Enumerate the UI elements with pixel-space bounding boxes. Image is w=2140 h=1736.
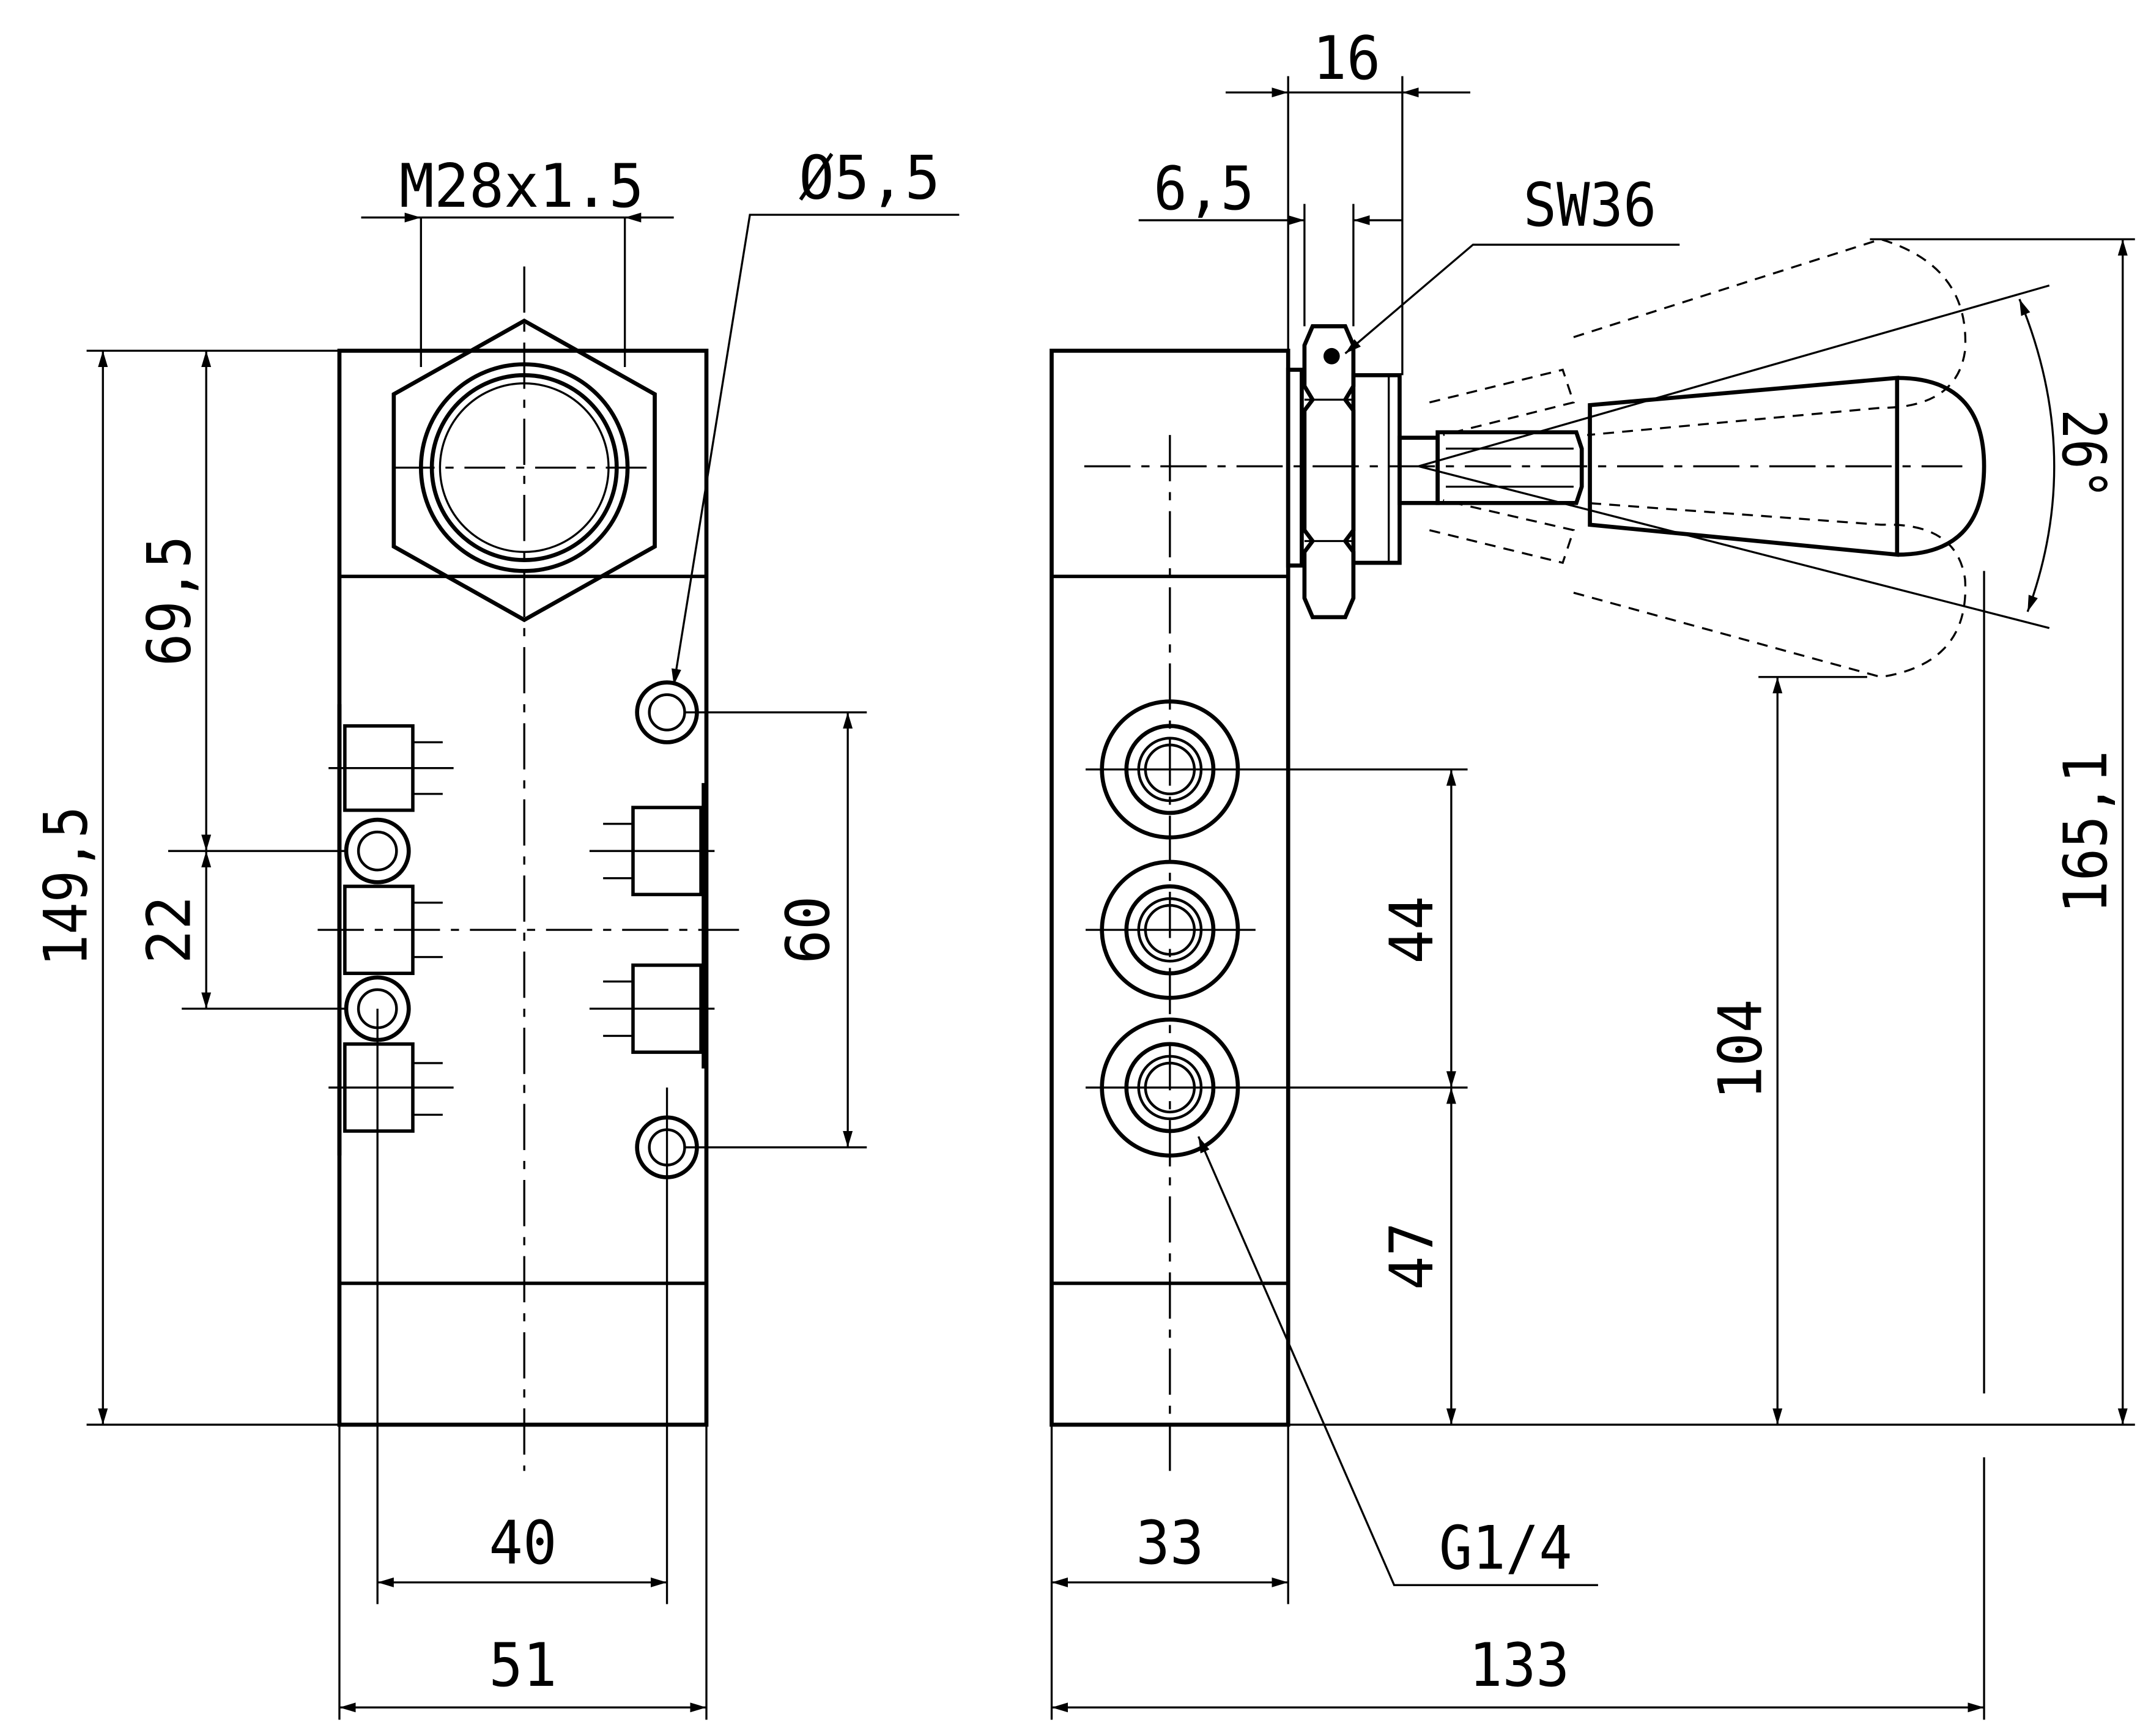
height-22-label: 22 bbox=[135, 896, 204, 964]
width-16-label: 16 bbox=[1313, 24, 1380, 94]
width-6-5-label: 6,5 bbox=[1153, 154, 1254, 224]
angle-label: 26° bbox=[2048, 409, 2118, 499]
width-33-label: 33 bbox=[1136, 1508, 1204, 1578]
width-40-label: 40 bbox=[489, 1508, 557, 1578]
right-bolts bbox=[589, 783, 715, 1069]
height-69-label: 69,5 bbox=[135, 536, 204, 666]
thread-label: M28x1.5 bbox=[399, 152, 644, 221]
hex-nut bbox=[391, 318, 657, 623]
height-165-label: 165,1 bbox=[2051, 751, 2121, 914]
height-149-label: 149,5 bbox=[32, 806, 102, 966]
port-thread-label: G1/4 bbox=[1439, 1514, 1572, 1584]
side-view: 16 6,5 SW36 26° 44 47 104 165,1 33 133 G… bbox=[1050, 24, 2135, 1720]
side-nut bbox=[1286, 324, 1440, 620]
left-bolts bbox=[328, 704, 454, 1156]
height-47-label: 47 bbox=[1377, 1222, 1447, 1290]
front-view: M28x1.5 Ø5,5 149,5 69,5 22 60 40 51 bbox=[32, 143, 960, 1720]
port-middle bbox=[1086, 859, 1256, 1000]
height-60-label: 60 bbox=[774, 896, 843, 964]
height-44-label: 44 bbox=[1377, 896, 1447, 964]
port-bottom bbox=[1086, 1017, 1468, 1158]
lever-handle bbox=[1084, 376, 1986, 557]
width-133-label: 133 bbox=[1469, 1631, 1569, 1701]
hole-dia-label: Ø5,5 bbox=[799, 143, 940, 213]
width-51-label: 51 bbox=[489, 1631, 557, 1701]
wrench-size-label: SW36 bbox=[1524, 171, 1657, 240]
port-top bbox=[1086, 699, 1468, 840]
height-104-label: 104 bbox=[1706, 999, 1776, 1099]
lever-positions-dashed bbox=[1429, 238, 1967, 678]
